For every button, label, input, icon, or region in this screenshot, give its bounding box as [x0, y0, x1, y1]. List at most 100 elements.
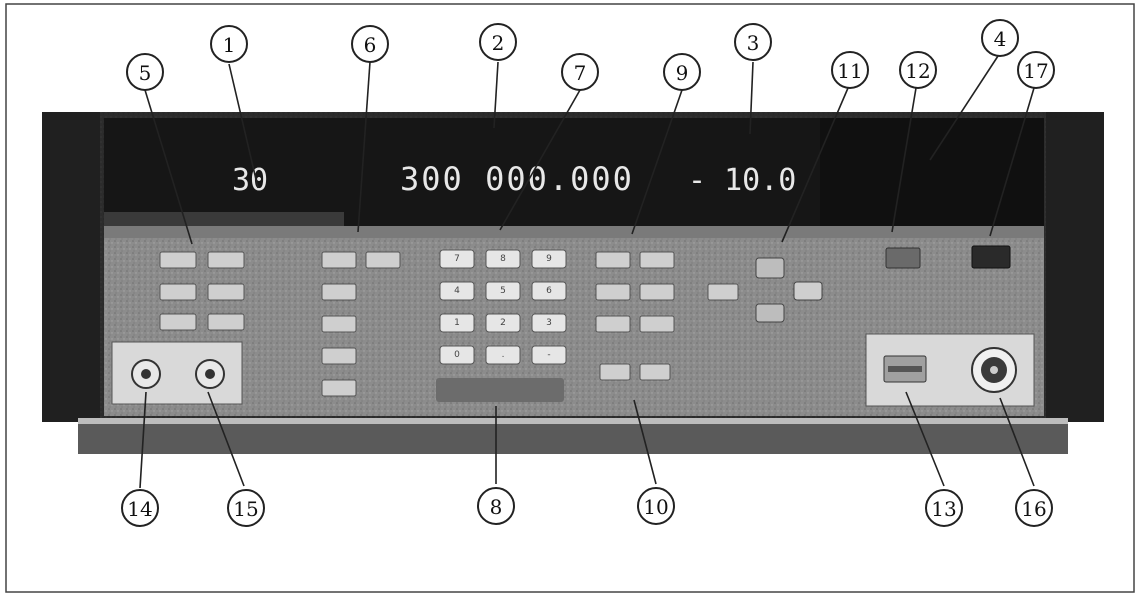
callout-9: 9	[663, 53, 701, 91]
keypad-key-label: 0	[454, 350, 460, 360]
button-group-11	[755, 257, 823, 323]
level-readout: - 10.0	[688, 163, 796, 198]
function-button[interactable]	[639, 283, 675, 301]
function-button[interactable]	[321, 379, 357, 397]
display-label-strip	[104, 212, 344, 226]
function-button[interactable]	[639, 315, 675, 333]
callout-12: 12	[899, 51, 937, 89]
function-button[interactable]	[365, 251, 401, 269]
function-button[interactable]	[159, 283, 197, 301]
keypad-key[interactable]: 9	[531, 249, 567, 269]
callout-7: 7	[561, 53, 599, 91]
button-12[interactable]	[885, 247, 921, 269]
callout-label: 14	[127, 497, 152, 521]
keypad-key-label: 5	[500, 286, 506, 296]
function-button[interactable]	[321, 347, 357, 365]
keypad-key-label: 1	[454, 318, 460, 328]
keypad-key-label: 4	[454, 286, 460, 296]
callout-label: 16	[1021, 497, 1046, 521]
keypad-key-label: 7	[454, 254, 460, 264]
function-button[interactable]	[793, 281, 823, 301]
keypad-key[interactable]: 0	[439, 345, 475, 365]
keypad-key-label: 6	[546, 286, 552, 296]
function-button[interactable]	[755, 303, 785, 323]
keypad-key-label: 9	[546, 254, 552, 264]
function-button[interactable]	[321, 251, 357, 269]
callout-label: 2	[492, 31, 505, 55]
keypad-key[interactable]: 1	[439, 313, 475, 333]
callout-4: 4	[981, 19, 1019, 57]
function-button[interactable]	[321, 315, 357, 333]
numeric-keypad: 7 8 9 4 5 6 1 2 3 0. -	[439, 249, 567, 365]
function-button[interactable]	[207, 313, 245, 331]
callout-8: 8	[477, 487, 515, 525]
keypad-key-label: .	[502, 350, 505, 360]
left-readout: 30	[232, 163, 268, 198]
left-rack-handle	[42, 112, 100, 422]
callout-15: 15	[227, 489, 265, 527]
output-plate-right	[865, 333, 1035, 407]
callout-label: 3	[747, 31, 760, 55]
callout-1: 1	[210, 25, 248, 63]
callout-label: 9	[676, 61, 689, 85]
callout-label: 6	[364, 33, 377, 57]
callout-10: 10	[637, 487, 675, 525]
keypad-key[interactable]: 4	[439, 281, 475, 301]
callout-13: 13	[925, 489, 963, 527]
callout-label: 8	[490, 495, 503, 519]
keypad-key-label: 2	[500, 318, 506, 328]
keypad-key[interactable]: .	[485, 345, 521, 365]
keypad-key-label: -	[547, 350, 550, 360]
step-up-button[interactable]	[639, 363, 671, 381]
keypad-key[interactable]: 8	[485, 249, 521, 269]
function-button[interactable]	[207, 283, 245, 301]
keypad-key[interactable]: 5	[485, 281, 521, 301]
callout-label: 4	[994, 27, 1007, 51]
callout-label: 12	[905, 59, 930, 83]
keypad-key[interactable]: 6	[531, 281, 567, 301]
keypad-key[interactable]: 7	[439, 249, 475, 269]
connector-plate-left	[111, 341, 243, 405]
callout-5: 5	[126, 53, 164, 91]
callout-16: 16	[1015, 489, 1053, 527]
function-button[interactable]	[595, 283, 631, 301]
frequency-readout: 300 000.000	[400, 160, 634, 198]
callout-2: 2	[479, 23, 517, 61]
function-button[interactable]	[707, 283, 739, 301]
callout-label: 17	[1023, 59, 1048, 83]
rf-on-button[interactable]	[755, 257, 785, 279]
function-button[interactable]	[595, 251, 631, 269]
callout-label: 5	[139, 61, 152, 85]
callout-label: 11	[837, 59, 862, 83]
display-window: 30 300 000.000 - 10.0	[104, 118, 1044, 226]
callout-label: 13	[931, 497, 956, 521]
callout-3: 3	[734, 23, 772, 61]
callout-14: 14	[121, 489, 159, 527]
callout-label: 10	[643, 495, 668, 519]
keypad-key[interactable]: 2	[485, 313, 521, 333]
keypad-key[interactable]: 3	[531, 313, 567, 333]
keypad-bottom-bar	[436, 378, 564, 402]
keypad-key-label: 8	[500, 254, 506, 264]
callout-11: 11	[831, 51, 869, 89]
leader-lines	[139, 55, 1035, 489]
function-button[interactable]	[207, 251, 245, 269]
button-17[interactable]	[971, 245, 1011, 269]
function-button[interactable]	[159, 313, 197, 331]
function-button[interactable]	[639, 251, 675, 269]
callout-label: 7	[574, 61, 587, 85]
button-group-5	[159, 251, 245, 331]
callout-17: 17	[1017, 51, 1055, 89]
callout-6: 6	[351, 25, 389, 63]
keypad-key[interactable]: -	[531, 345, 567, 365]
step-down-button[interactable]	[599, 363, 631, 381]
function-button[interactable]	[321, 283, 357, 301]
figure-border	[5, 3, 1135, 593]
keypad-key-label: 3	[546, 318, 552, 328]
function-button[interactable]	[595, 315, 631, 333]
function-button[interactable]	[159, 251, 197, 269]
right-rack-handle	[1046, 112, 1104, 422]
